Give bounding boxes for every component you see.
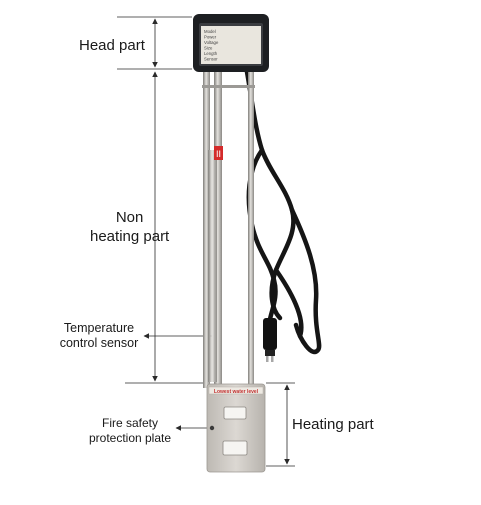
plate-slot-bottom [222, 440, 248, 456]
nameplate-line: Power [204, 35, 217, 40]
protection-plate [206, 383, 266, 473]
plate-slot-top [223, 406, 247, 420]
label-non-heating-part: Non heating part [90, 209, 170, 245]
rod-right [248, 70, 254, 388]
nameplate-lines: Model Power Voltage Size Length Sensor [204, 29, 219, 62]
nameplate-line: Voltage [204, 40, 219, 45]
heater-head [193, 14, 269, 72]
nameplate-line: Sensor [204, 57, 218, 62]
dimension-lines [117, 16, 295, 467]
sensor-mark-text: II [216, 149, 221, 159]
label-temperature-sensor: Temperature control sensor [59, 321, 139, 350]
rod-band-top [202, 85, 255, 88]
nameplate [201, 26, 261, 64]
nameplate-line: Size [204, 46, 213, 51]
sensor-mark-badge [214, 146, 223, 160]
plate-screw-icon [209, 425, 215, 431]
plug-icon [263, 318, 277, 362]
heater-rods [202, 70, 255, 388]
power-cord [244, 69, 322, 355]
sensor-tube [208, 150, 217, 382]
label-fire-safety-plate: Fire safety protection plate [88, 416, 172, 445]
label-head-part: Head part [79, 37, 145, 54]
nameplate-line: Length [204, 51, 218, 56]
rod-left [203, 70, 210, 388]
water-level-band [208, 386, 264, 395]
label-heating-part: Heating part [292, 416, 374, 433]
rod-middle [214, 70, 222, 388]
nameplate-line: Model [204, 29, 216, 34]
water-level-label: Lowest water level [214, 389, 259, 395]
